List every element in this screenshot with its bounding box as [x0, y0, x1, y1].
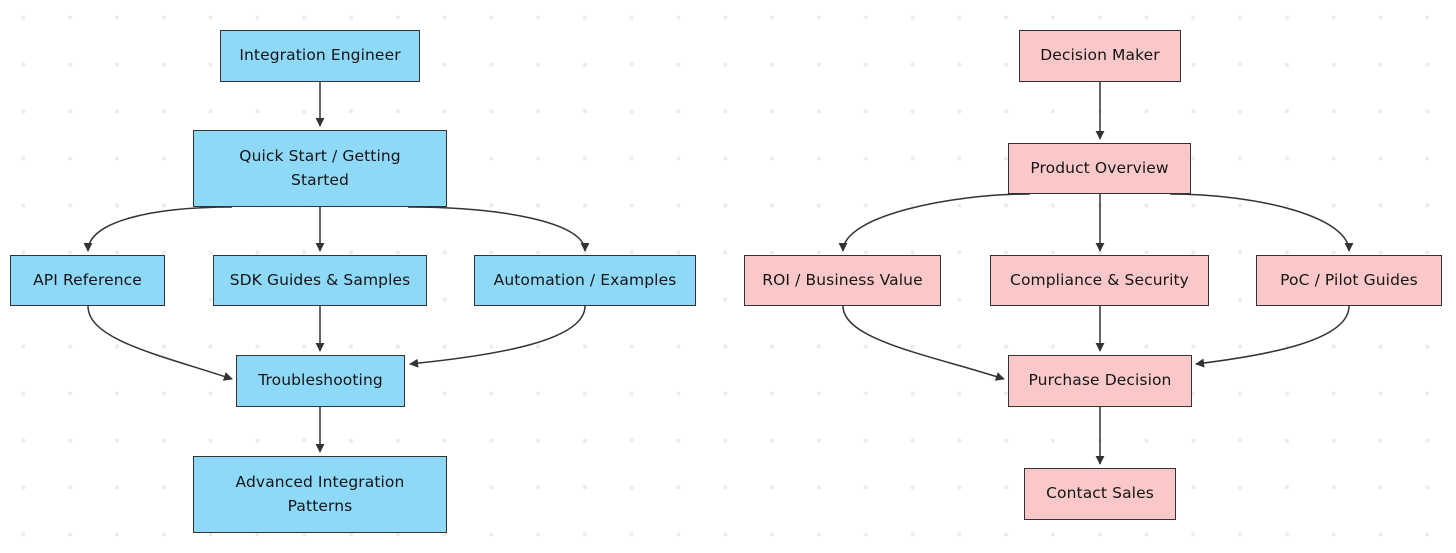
- edge-api-reference-to-troubleshooting: [87, 305, 233, 381]
- node-sdk-guides[interactable]: SDK Guides & Samples: [213, 255, 427, 306]
- node-label: Integration Engineer: [239, 46, 401, 65]
- node-advanced-integration-patterns[interactable]: Advanced Integration Patterns: [193, 456, 447, 533]
- node-label: Contact Sales: [1046, 484, 1154, 503]
- node-label: SDK Guides & Samples: [229, 270, 411, 289]
- node-contact-sales[interactable]: Contact Sales: [1024, 468, 1176, 520]
- node-poc-pilot-guides[interactable]: PoC / Pilot Guides: [1256, 255, 1442, 306]
- node-label: PoC / Pilot Guides: [1280, 270, 1418, 289]
- edge-roi-business-value-to-purchase-decision: [842, 305, 1005, 381]
- node-compliance-security[interactable]: Compliance & Security: [990, 255, 1209, 306]
- node-label: API Reference: [33, 270, 142, 289]
- edge-quick-start-to-automation-examples: [407, 206, 590, 252]
- edge-product-overview-to-poc-pilot-guides: [1169, 193, 1354, 252]
- node-label: Advanced Integration Patterns: [235, 473, 405, 515]
- edge-poc-pilot-guides-to-purchase-decision: [1195, 305, 1350, 368]
- node-label: Product Overview: [1030, 158, 1169, 177]
- node-quick-start[interactable]: Quick Start / Getting Started: [193, 130, 447, 207]
- node-label: Troubleshooting: [258, 371, 383, 390]
- edge-product-overview-to-roi-business-value: [838, 193, 1031, 252]
- node-label: Automation / Examples: [493, 270, 677, 289]
- node-label: ROI / Business Value: [762, 270, 923, 289]
- node-troubleshooting[interactable]: Troubleshooting: [236, 355, 405, 407]
- node-label: Quick Start / Getting Started: [239, 147, 401, 189]
- edge-quick-start-to-api-reference: [83, 206, 233, 252]
- node-label: Compliance & Security: [1010, 270, 1189, 289]
- node-automation-examples[interactable]: Automation / Examples: [474, 255, 696, 306]
- node-product-overview[interactable]: Product Overview: [1008, 143, 1191, 194]
- node-label: Decision Maker: [1040, 46, 1160, 65]
- node-decision-maker[interactable]: Decision Maker: [1019, 30, 1181, 82]
- node-purchase-decision[interactable]: Purchase Decision: [1008, 355, 1192, 407]
- node-label: Purchase Decision: [1028, 371, 1172, 390]
- node-roi-business-value[interactable]: ROI / Business Value: [744, 255, 941, 306]
- node-api-reference[interactable]: API Reference: [10, 255, 165, 306]
- edge-automation-examples-to-troubleshooting: [409, 305, 586, 368]
- node-integration-engineer[interactable]: Integration Engineer: [220, 30, 420, 82]
